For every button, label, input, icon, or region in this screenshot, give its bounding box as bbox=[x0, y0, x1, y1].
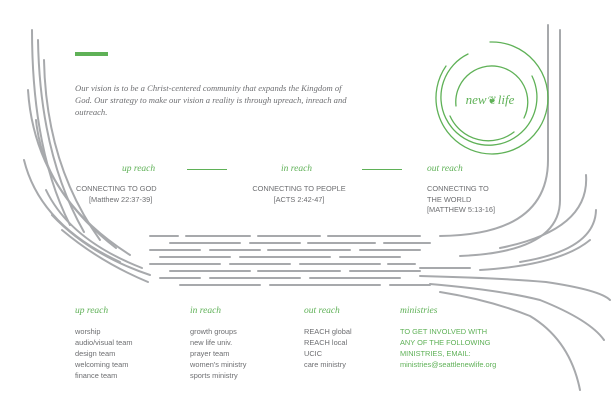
inreach-line1: CONNECTING TO PEOPLE bbox=[252, 184, 346, 193]
inreach-verse: [ACTS 2:42-47] bbox=[273, 194, 325, 204]
list-item: REACH global bbox=[304, 327, 352, 336]
list-item: welcoming team bbox=[75, 360, 129, 369]
list-item: UCIC bbox=[304, 349, 323, 358]
list-item: design team bbox=[75, 349, 116, 358]
outreach-heading: out reach bbox=[427, 164, 463, 174]
upreach-team-list: worship audio/visual team design team we… bbox=[75, 326, 133, 381]
list-item: worship bbox=[75, 327, 101, 336]
ministries-line: TO GET INVOLVED WITH bbox=[400, 327, 488, 336]
ministries-contact: TO GET INVOLVED WITH ANY OF THE FOLLOWIN… bbox=[400, 326, 496, 370]
list-item: care ministry bbox=[304, 360, 346, 369]
list-item: women's ministry bbox=[190, 360, 247, 369]
list-item: new life univ. bbox=[190, 338, 233, 347]
list-item: growth groups bbox=[190, 327, 237, 336]
upreach-description: CONNECTING TO GOD [Matthew 22:37-39] bbox=[76, 184, 186, 205]
ministries-heading: ministries bbox=[400, 306, 438, 316]
ministries-line: ANY OF THE FOLLOWING bbox=[400, 338, 491, 347]
upreach-line1: CONNECTING TO GOD bbox=[76, 184, 157, 193]
separator-line bbox=[362, 169, 402, 170]
list-item: prayer team bbox=[190, 349, 230, 358]
ministries-line: MINISTRIES, EMAIL: bbox=[400, 349, 471, 358]
upreach-verse: [Matthew 22:37-39] bbox=[89, 194, 153, 204]
vision-statement: Our vision is to be a Christ-centered co… bbox=[75, 83, 347, 117]
outreach-line2: THE WORLD bbox=[427, 194, 472, 204]
list-item: sports ministry bbox=[190, 371, 238, 380]
new-life-logo: new❦life bbox=[428, 36, 552, 160]
upreach-teams-heading: up reach bbox=[75, 306, 109, 316]
ministries-email-link[interactable]: ministries@seattlenewlife.org bbox=[400, 360, 497, 369]
inreach-teams-heading: in reach bbox=[190, 306, 222, 316]
outreach-description: CONNECTING TO THE WORLD [MATTHEW 5:13-16… bbox=[427, 184, 517, 216]
inreach-team-list: growth groups new life univ. prayer team… bbox=[190, 326, 246, 381]
outreach-verse: [MATTHEW 5:13-16] bbox=[427, 205, 496, 214]
outreach-teams-heading: out reach bbox=[304, 306, 340, 316]
separator-line bbox=[187, 169, 227, 170]
inreach-description: CONNECTING TO PEOPLE [ACTS 2:42-47] bbox=[240, 184, 358, 205]
upreach-heading: up reach bbox=[122, 164, 156, 174]
inreach-heading: in reach bbox=[281, 164, 313, 174]
accent-bar bbox=[75, 52, 108, 56]
logo-word-new: new bbox=[465, 92, 487, 107]
logo-rings-graphic bbox=[435, 41, 549, 155]
list-item: finance team bbox=[75, 371, 118, 380]
logo-wordmark: new❦life bbox=[428, 92, 552, 108]
leaf-icon: ❦ bbox=[487, 95, 497, 107]
list-item: audio/visual team bbox=[75, 338, 133, 347]
logo-word-life: life bbox=[497, 92, 515, 107]
list-item: REACH local bbox=[304, 338, 348, 347]
outreach-team-list: REACH global REACH local UCIC care minis… bbox=[304, 326, 352, 370]
outreach-line1: CONNECTING TO bbox=[427, 184, 489, 193]
